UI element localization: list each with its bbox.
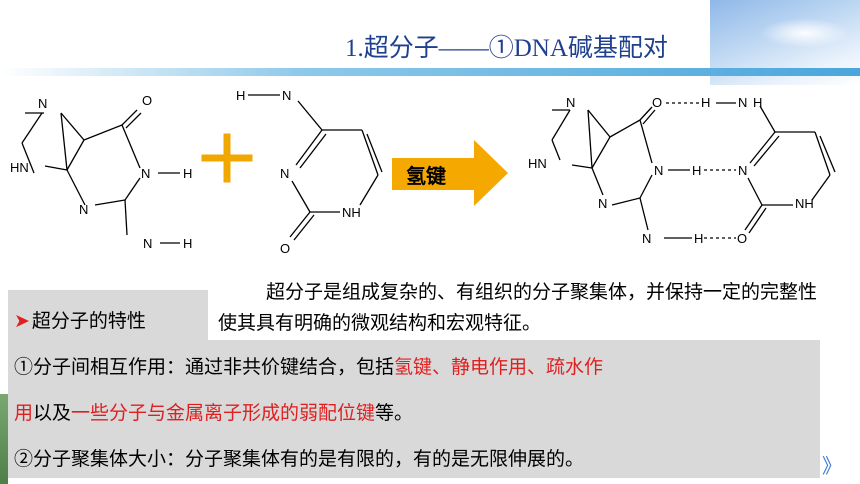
definition-paragraph: 超分子是组成复杂的、有组织的分子聚集体，并保持一定的完整性使其具有明确的微观结构… <box>218 281 818 334</box>
hydrogen-bond-arrow-icon <box>392 140 508 206</box>
guanine-structure <box>21 109 180 244</box>
point-2: ②分子聚集体大小：分子聚集体有的是有限的，有的是无限伸展的。 <box>14 448 585 470</box>
cytosine-h4-label: H <box>236 88 245 103</box>
pair-o2c-label: O <box>737 231 747 246</box>
guanine-n3-label: N <box>79 202 88 217</box>
point-1-red-continuation: 用 <box>14 402 34 424</box>
section-label: ➤超分子的特性 <box>14 306 146 333</box>
triangle-marker-icon: ➤ <box>14 310 30 332</box>
guanine-n9h-label: HN <box>10 160 29 175</box>
arrow-label: 氢键 <box>406 164 446 188</box>
bottom-left-decoration <box>0 394 8 484</box>
pair-h-bond1-label: H <box>701 95 710 110</box>
guanine-n7-label: N <box>38 96 47 111</box>
point-1-red-segment: 氢键、静电作用、疏水作 <box>394 356 604 378</box>
point-1-red-segment-2: 一些分子与金属离子形成的弱配位键 <box>71 402 376 424</box>
page-title: 1.超分子——①DNA碱基配对 <box>345 35 668 62</box>
guanine-h2-label: H <box>183 236 192 251</box>
base-pair-structure <box>551 102 836 239</box>
pair-o6-label: O <box>652 95 662 110</box>
pair-n9h-label: HN <box>528 156 547 171</box>
pair-nhc-label: NH <box>795 196 814 211</box>
pair-h1-label: H <box>692 163 701 178</box>
pair-n1-label: N <box>654 163 663 178</box>
point-1-prefix: ①分子间相互作用：通过非共价键结合，包括 <box>14 356 395 378</box>
guanine-o-label: O <box>142 93 152 108</box>
points-box <box>8 340 820 478</box>
pair-n-amine-label: N <box>738 95 747 110</box>
pair-n3c-label: N <box>738 163 747 178</box>
point-1: ①分子间相互作用：通过非共价键结合，包括氢键、静电作用、疏水作 用以及一些分子与… <box>14 344 814 436</box>
cytosine-n3-label: N <box>280 166 289 181</box>
pair-n7-label: N <box>566 95 575 110</box>
pair-hg2-label: H <box>694 231 703 246</box>
pair-ng2-label: N <box>642 231 651 246</box>
hydrogen-bond-dashes <box>666 102 736 239</box>
cytosine-structure <box>248 94 383 241</box>
next-page-icon[interactable]: 》 <box>822 454 842 478</box>
section-label-text: 超分子的特性 <box>31 310 146 332</box>
cytosine-n4-label: N <box>282 88 291 103</box>
guanine-n2-label: N <box>143 236 152 251</box>
plus-sign-icon <box>201 133 253 183</box>
guanine-h1-label: H <box>183 166 192 181</box>
pair-n3g-label: N <box>598 196 607 211</box>
point-1-middle: 以及 <box>33 402 72 424</box>
point-1-suffix: 等。 <box>375 402 414 424</box>
cytosine-nh-label: NH <box>342 205 361 220</box>
section-label-box <box>8 290 208 340</box>
chemistry-diagram: N O HN N H N N H H N N NH O 氢键 <box>10 88 836 256</box>
cytosine-o-label: O <box>280 241 290 256</box>
guanine-n1-label: N <box>141 166 150 181</box>
pair-h-amine-label: H <box>753 95 762 110</box>
title-rule <box>0 68 860 76</box>
